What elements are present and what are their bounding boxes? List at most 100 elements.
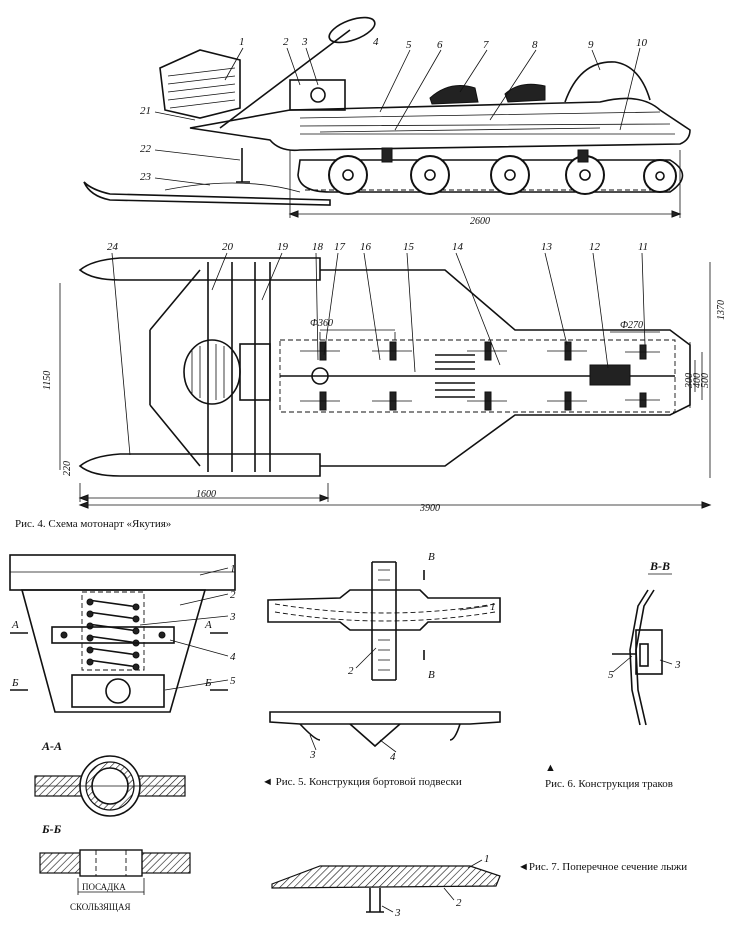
svg-text:5: 5	[406, 39, 412, 51]
seat-rear	[504, 83, 546, 103]
steering-wheel	[328, 16, 376, 44]
figure6-arrow: ▲	[545, 762, 556, 774]
svg-text:3: 3	[309, 749, 316, 761]
svg-text:5: 5	[608, 669, 614, 681]
svg-text:18: 18	[312, 241, 324, 253]
svg-text:9: 9	[588, 39, 594, 51]
coil-spring-vertical	[81, 591, 145, 671]
svg-text:А: А	[204, 619, 212, 631]
svg-text:300: 300	[684, 373, 695, 389]
front-ski	[83, 181, 331, 206]
road-wheels	[328, 155, 677, 195]
svg-text:13: 13	[541, 241, 553, 253]
svg-text:В: В	[428, 551, 435, 563]
hull-body	[189, 97, 691, 152]
figure4-caption: Рис. 4. Схема мотонарт «Якутия»	[15, 518, 171, 530]
leaf-spring	[435, 354, 475, 398]
svg-text:24: 24	[107, 241, 119, 253]
figure7-drawing: 1 2 3	[271, 853, 501, 919]
svg-text:15: 15	[403, 241, 415, 253]
svg-text:1: 1	[484, 853, 490, 865]
svg-text:19: 19	[277, 241, 289, 253]
svg-text:Б-Б: Б-Б	[41, 822, 62, 836]
dim-wheel-diameter-front: Ф360	[310, 318, 333, 329]
figure5-drawing: В В 1 2 3 4	[267, 551, 501, 763]
dim-overall-length: 3900	[419, 503, 440, 514]
side-view-drawing: 2600 1 2 3 4 5 6 7 8 9 10 21 22 23	[83, 16, 691, 227]
top-part-labels: 24 20 19 18 17 16 15 14 13 12 11	[107, 241, 648, 253]
frame-outline	[320, 269, 691, 467]
svg-text:2: 2	[283, 36, 289, 48]
side-part-labels: 1 2 3 4 5 6 7 8 9 10 21 22 23	[140, 36, 648, 183]
steering-column	[219, 29, 351, 129]
svg-text:7: 7	[483, 39, 489, 51]
svg-text:23: 23	[140, 171, 152, 183]
seat-front	[429, 85, 479, 105]
section-bb: Б-Б ПОСАДКА СКОЛЬЗЯЩАЯ	[39, 822, 191, 912]
fit-label-2: СКОЛЬЗЯЩАЯ	[70, 902, 131, 912]
track-plate	[269, 711, 501, 725]
coil-spring	[589, 364, 631, 386]
svg-text:4: 4	[390, 751, 396, 763]
svg-text:1: 1	[239, 36, 245, 48]
svg-text:2: 2	[456, 897, 462, 909]
svg-text:1: 1	[230, 563, 236, 575]
dim-wheel-diameter-rear: Ф270	[620, 320, 643, 331]
svg-text:2: 2	[348, 665, 354, 677]
fuel-tank	[289, 79, 346, 111]
svg-text:22: 22	[140, 143, 152, 155]
dim-track-width: 1150	[42, 371, 53, 390]
svg-text:21: 21	[140, 105, 151, 117]
right-ski-top	[78, 453, 321, 477]
svg-text:4: 4	[230, 651, 236, 663]
dim-ski-width: 220	[62, 461, 73, 476]
suspension-block-drawing: А А Б Б 1 2 3 4 5	[9, 554, 236, 713]
ski-cross-section	[271, 865, 501, 889]
svg-text:1: 1	[490, 601, 496, 613]
figure7-caption: ◄Рис. 7. Поперечное сечение лыжи	[518, 861, 687, 873]
svg-text:3: 3	[394, 907, 401, 919]
svg-text:16: 16	[360, 241, 372, 253]
svg-text:В: В	[428, 669, 435, 681]
svg-text:3: 3	[301, 36, 308, 48]
svg-text:6: 6	[437, 39, 443, 51]
top-wheel-pairs	[300, 341, 660, 411]
track-link	[629, 589, 655, 726]
svg-text:5: 5	[230, 675, 236, 687]
svg-text:10: 10	[636, 37, 648, 49]
figure6-drawing: В-В 5 3	[608, 559, 681, 726]
figure6-caption: Рис. 6. Конструкция траков	[545, 778, 673, 790]
base-block	[71, 674, 165, 708]
figure5-caption: ◄ Рис. 5. Конструкция бортовой подвески	[262, 776, 462, 788]
svg-text:14: 14	[452, 241, 464, 253]
rear-cowl	[564, 61, 651, 103]
svg-text:11: 11	[638, 241, 648, 253]
top-view-drawing: Ф360 Ф270 1370 1150 220 1600 3900 300 40…	[42, 241, 727, 514]
left-ski-top	[78, 257, 321, 281]
svg-text:4: 4	[373, 36, 379, 48]
leaf-spring-assembly	[267, 589, 501, 631]
side-length-dim: 2600	[470, 216, 490, 227]
dim-ski-length: 1600	[196, 489, 216, 500]
fit-label-1: ПОСАДКА	[82, 882, 126, 892]
svg-text:3: 3	[674, 659, 681, 671]
svg-text:17: 17	[334, 241, 346, 253]
svg-text:20: 20	[222, 241, 234, 253]
svg-text:3: 3	[229, 611, 236, 623]
svg-text:2: 2	[230, 589, 236, 601]
svg-text:А-А: А-А	[41, 739, 62, 753]
section-aa: А-А	[34, 739, 186, 817]
top-beam	[9, 554, 236, 591]
svg-text:12: 12	[589, 241, 601, 253]
figure6-title: В-В	[649, 559, 670, 573]
engine-radiator	[159, 49, 241, 119]
svg-text:400: 400	[692, 373, 703, 388]
svg-text:8: 8	[532, 39, 538, 51]
svg-text:500: 500	[700, 373, 711, 388]
ski-strut	[236, 148, 250, 183]
svg-text:А: А	[11, 619, 19, 631]
clamp-plate	[51, 626, 175, 644]
svg-text:Б: Б	[11, 677, 19, 689]
dim-overall-width: 1370	[716, 300, 727, 320]
